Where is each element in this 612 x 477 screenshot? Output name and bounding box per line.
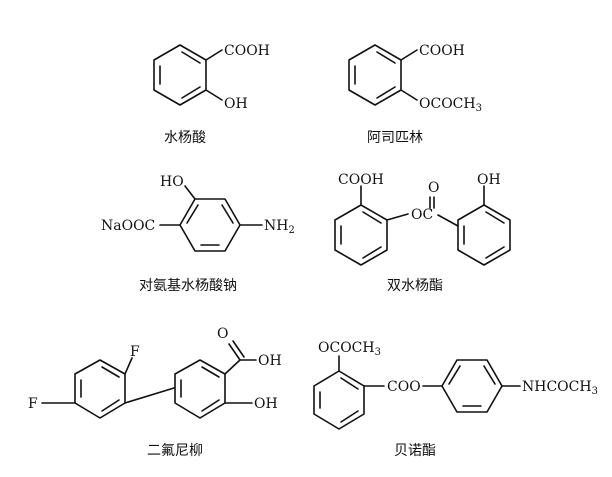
- hydroxyl-label: OH: [477, 172, 501, 188]
- caption-benorilate: 贝诺酯: [394, 443, 436, 459]
- caption-salicylic-acid: 水杨酸: [164, 130, 206, 146]
- bond-to-hydroxyl: [184, 185, 196, 200]
- compound-sodium-aminosalicylate: HO NaOOC NH2 对氨基水杨酸钠: [101, 174, 295, 294]
- compound-benorilate: OCOCH3 COO NHCOCH3 贝诺酯: [313, 340, 598, 459]
- amine-label: NH2: [264, 218, 295, 236]
- compound-salsalate: COOH OC O OH 双水杨酯: [334, 172, 511, 294]
- bond-to-right-ring: [437, 214, 459, 227]
- salicyl-ring: [174, 359, 226, 419]
- compound-diflunisal: F F O OH OH 二氟尼柳: [28, 326, 282, 459]
- caption-diflunisal: 二氟尼柳: [147, 442, 203, 459]
- benzene-ring: [179, 198, 241, 252]
- hydroxyl-label: OH: [224, 96, 248, 112]
- fluorine-left-label: F: [28, 396, 38, 412]
- caption-salsalate: 双水杨酯: [387, 278, 443, 294]
- acetoxy-label: OCOCH3: [419, 96, 482, 114]
- bond-to-carboxyl: [205, 49, 223, 61]
- biaryl-bond: [124, 387, 175, 404]
- fluorine-top-label: F: [130, 344, 140, 360]
- carboxyl-label: COOH: [338, 172, 384, 188]
- carboxyl-label: COOH: [224, 43, 270, 59]
- bond-to-fluorine-top: [124, 357, 133, 375]
- carboxyl-label: COOH: [419, 43, 465, 59]
- compound-salicylic-acid: COOH OH 水杨酸: [153, 43, 270, 146]
- acid-hydroxyl-label: OH: [258, 353, 282, 369]
- caption-aspirin: 阿司匹林: [367, 130, 423, 146]
- anilide-ring: [441, 359, 503, 413]
- carbonyl-double-bond: [228, 343, 241, 361]
- bond-to-hydroxyl: [205, 89, 223, 101]
- bond-to-ester: [400, 89, 418, 101]
- ester-label: COO: [387, 379, 421, 395]
- benzene-ring-right: [457, 204, 511, 266]
- benzene-ring: [348, 44, 402, 106]
- bond-to-carboxyl-carbon: [224, 359, 241, 375]
- ester-label: OC: [411, 207, 433, 223]
- salicyl-ring: [313, 370, 365, 430]
- sodium-carboxylate-label: NaOOC: [101, 218, 155, 234]
- carbonyl-oxygen-label: O: [217, 326, 228, 342]
- difluorophenyl-ring: [74, 359, 126, 419]
- bond-to-carboxyl: [400, 49, 418, 61]
- compound-aspirin: COOH OCOCH3 阿司匹林: [348, 43, 482, 146]
- benzene-ring: [153, 44, 207, 106]
- acetoxy-label: OCOCH3: [318, 340, 381, 358]
- carbonyl-oxygen-label: O: [428, 180, 439, 196]
- hydroxyl-label: OH: [254, 396, 278, 412]
- caption-sodium-aminosalicylate: 对氨基水杨酸钠: [139, 277, 237, 294]
- benzene-ring-left: [334, 204, 388, 266]
- bond-to-ester-oxygen: [386, 213, 409, 221]
- acetamido-label: NHCOCH3: [522, 379, 598, 397]
- hydroxyl-label: HO: [160, 174, 184, 190]
